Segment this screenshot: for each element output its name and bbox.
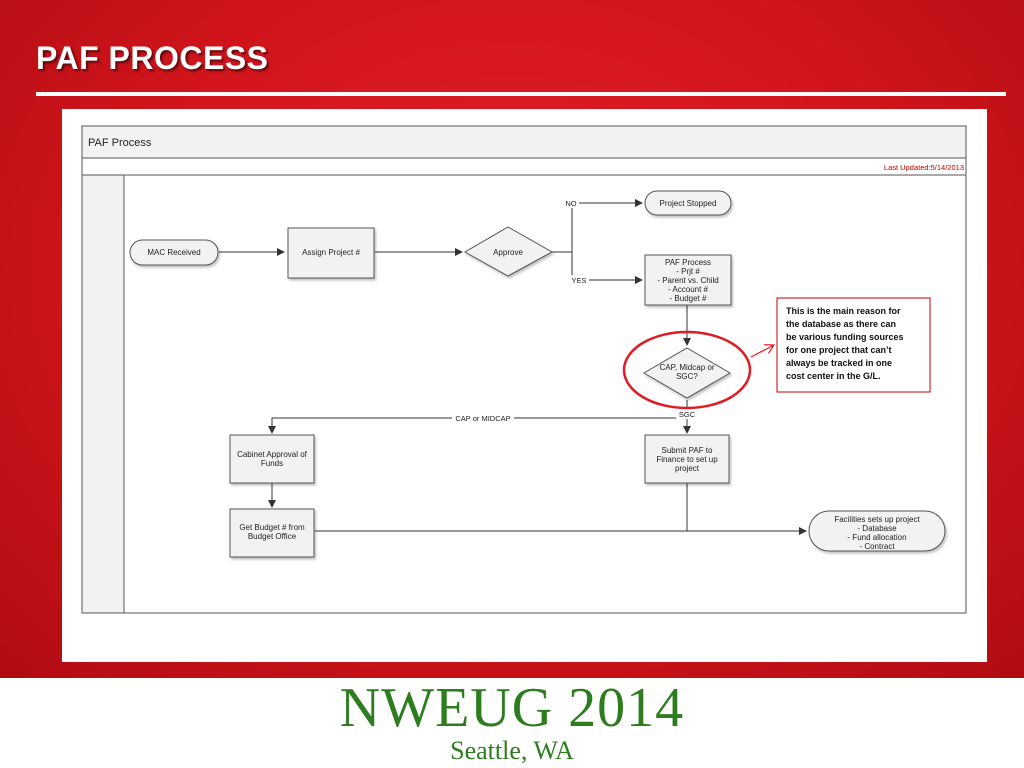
edge-approve-no: [552, 199, 643, 253]
footer-brand: NWEUG 2014: [339, 677, 685, 739]
node-mac-received-label: MAC Received: [147, 248, 200, 257]
callout-arrow: [750, 345, 774, 358]
callout-line-5: always be tracked in one: [786, 358, 892, 368]
no-label-bg: [563, 198, 579, 208]
callout-line-1: This is the main reason for: [786, 306, 901, 316]
highlight-circle: [622, 330, 752, 410]
node-submit-paf: [644, 434, 730, 484]
node-paf-process: [644, 254, 732, 306]
node-paf-line-2: - Prjt #: [676, 267, 700, 276]
node-cap-decision: [643, 347, 731, 399]
edge-label-sgc: SGC: [679, 410, 696, 419]
node-facilities-line-4: - Contract: [859, 542, 895, 551]
node-submit-line-3: project: [675, 464, 700, 473]
edge-label-yes: YES: [571, 276, 586, 285]
node-cabinet-approval: [229, 434, 315, 484]
node-project-stopped: [644, 190, 732, 216]
node-mac-received: [129, 239, 219, 266]
yes-label-bg: [569, 275, 589, 285]
flowchart-header: [81, 125, 967, 159]
node-project-stopped-label: Project Stopped: [660, 199, 717, 208]
node-cabinet-line-1: Cabinet Approval of: [237, 450, 308, 459]
flowchart: PAF Process Last Updated:5/14/2013 NO YE…: [81, 125, 967, 614]
swimlane-label-column: [81, 174, 125, 614]
node-submit-line-1: Submit PAF to: [662, 446, 714, 455]
sgc-label-bg: [676, 409, 698, 419]
node-budget-line-1: Get Budget # from: [239, 523, 305, 532]
node-facilities: [808, 510, 946, 552]
title-divider: [36, 92, 1006, 96]
callout-line-6: cost center in the G/L.: [786, 371, 881, 381]
footer-city: Seattle, WA: [450, 736, 574, 765]
slide-title: PAF PROCESS: [36, 40, 269, 76]
node-get-budget: [229, 508, 315, 558]
node-paf-line-5: - Budget #: [670, 294, 707, 303]
node-facilities-line-3: - Fund allocation: [847, 533, 906, 542]
last-updated-label: Last Updated:5/14/2013: [884, 163, 964, 172]
callout-box: [776, 297, 931, 393]
updated-bar: [81, 157, 967, 176]
edge-decision-cap: [268, 417, 687, 434]
node-approve-label: Approve: [493, 248, 523, 257]
node-cabinet-line-2: Funds: [261, 459, 283, 468]
node-assign-project-label: Assign Project #: [302, 248, 360, 257]
node-cap-line-1: CAP, Midcap or: [660, 363, 715, 372]
cap-label-bg: [452, 413, 514, 423]
node-budget-line-2: Budget Office: [248, 532, 297, 541]
node-paf-line-1: PAF Process: [665, 258, 711, 267]
node-assign-project: [287, 227, 375, 279]
node-paf-line-4: - Account #: [668, 285, 709, 294]
diagram-panel: PAF Process Last Updated:5/14/2013 NO YE…: [62, 109, 987, 662]
node-paf-line-3: - Parent vs. Child: [657, 276, 718, 285]
edge-label-cap-midcap: CAP or MIDCAP: [455, 414, 510, 423]
callout-line-3: be various funding sources: [786, 332, 904, 342]
flowchart-title: PAF Process: [88, 137, 152, 149]
edge-label-no: NO: [565, 199, 576, 208]
footer: [0, 678, 1024, 768]
node-cap-line-2: SGC?: [676, 372, 698, 381]
node-submit-line-2: Finance to set up: [656, 455, 718, 464]
node-facilities-line-1: Facilities sets up project: [834, 515, 920, 524]
callout-line-4: for one project that can’t: [786, 345, 892, 355]
node-facilities-line-2: - Database: [857, 524, 897, 533]
node-approve-decision: [463, 226, 554, 277]
callout-line-2: the database as there can: [786, 319, 896, 329]
